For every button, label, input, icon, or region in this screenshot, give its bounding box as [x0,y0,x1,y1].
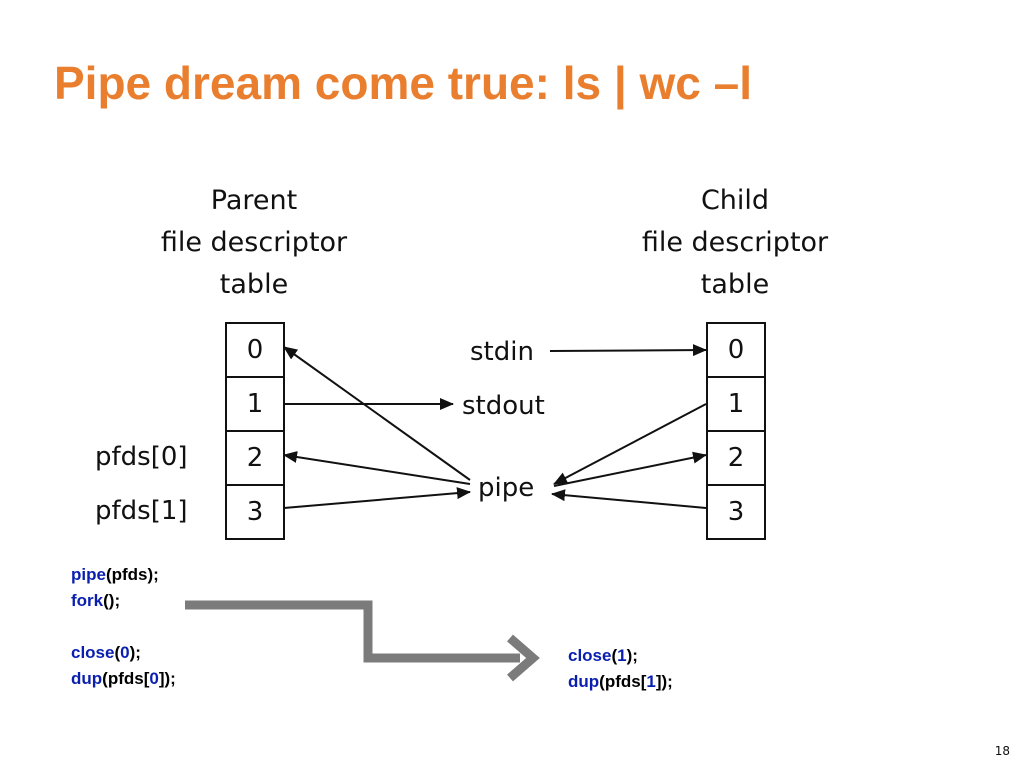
pfds1-label: pfds[1] [95,496,188,526]
code-fn-close: close [71,643,115,662]
parent-code-block: pipe(pfds); fork(); close(0); dup(pfds[0… [71,562,176,692]
arrow-child-fd3-to-pipe [551,489,707,509]
code-pipe-line: pipe(pfds); [71,562,176,588]
child-heading-line-1: Child [700,185,770,216]
code-punct: (pfds[ [599,672,647,691]
arrow-pipe-to-child-fd2 [553,451,707,487]
parent-fd-2: 2 [227,432,283,486]
parent-fd-0: 0 [227,324,283,378]
code-fd-number: 0 [149,669,159,688]
code-close-line: close(0); [71,640,176,666]
child-fd-0: 0 [708,324,764,378]
parent-fd-3: 3 [246,497,264,527]
child-heading-line-2: file descriptor [641,227,829,258]
child-code-block: close(1); dup(pfds[1]); [568,643,673,695]
code-punct: ]); [158,669,176,688]
parent-table-heading: Parent file descriptor table [104,180,404,306]
parent-heading-line-3: table [219,269,289,300]
arrow-child-fd1-to-pipe [553,403,707,485]
child-fd-table: 0 1 2 3 [706,322,766,540]
code-fd-number: 0 [120,643,130,662]
parent-fd-1: 1 [227,378,283,432]
code-fork-line: fork(); [71,588,176,614]
code-fn-dup: dup [71,669,103,688]
code-close-line: close(1); [568,643,673,669]
parent-fd-table: 0 1 2 3 [225,322,285,540]
stdout-label: stdout [462,391,545,421]
code-punct: ( [114,643,121,662]
code-fn-close: close [568,646,612,665]
code-fd-number: 1 [617,646,627,665]
code-fd-number: 1 [646,672,656,691]
arrow-pipe-to-parent-fd0 [283,346,471,481]
code-args: (pfds); [105,565,159,584]
pfds0-label: pfds[0] [95,442,188,472]
parent-heading-line-2: file descriptor [160,227,348,258]
code-dup-line: dup(pfds[1]); [568,669,673,695]
slide-title: Pipe dream come true: ls | wc –l [54,57,753,109]
child-table-heading: Child file descriptor table [585,180,885,306]
child-fd-2: 2 [708,432,764,486]
fork-flow-arrow [185,600,520,663]
code-args: (); [103,591,121,610]
fork-flow-arrowhead [507,634,540,682]
code-punct: ); [626,646,638,665]
arrow-stdin-to-child-fd0 [549,344,707,357]
code-punct: ]); [655,672,673,691]
stdin-label: stdin [470,337,534,367]
page-number: 18 [994,744,1010,758]
pipe-label: pipe [478,473,535,503]
code-punct: (pfds[ [102,669,150,688]
parent-heading-line-1: Parent [210,185,298,216]
arrow-pipe-to-parent-fd2 [283,451,471,485]
code-fn-dup: dup [568,672,600,691]
child-heading-line-3: table [700,269,770,300]
code-fn-fork: fork [71,591,104,610]
code-punct: ( [611,646,618,665]
child-fd-1: 1 [708,378,764,432]
code-punct: ); [129,643,141,662]
child-fd-3: 3 [727,497,745,527]
code-fn-pipe: pipe [71,565,106,584]
arrow-parent-fd3-to-pipe [283,487,471,509]
code-blank-line [71,614,176,640]
code-dup-line: dup(pfds[0]); [71,666,176,692]
